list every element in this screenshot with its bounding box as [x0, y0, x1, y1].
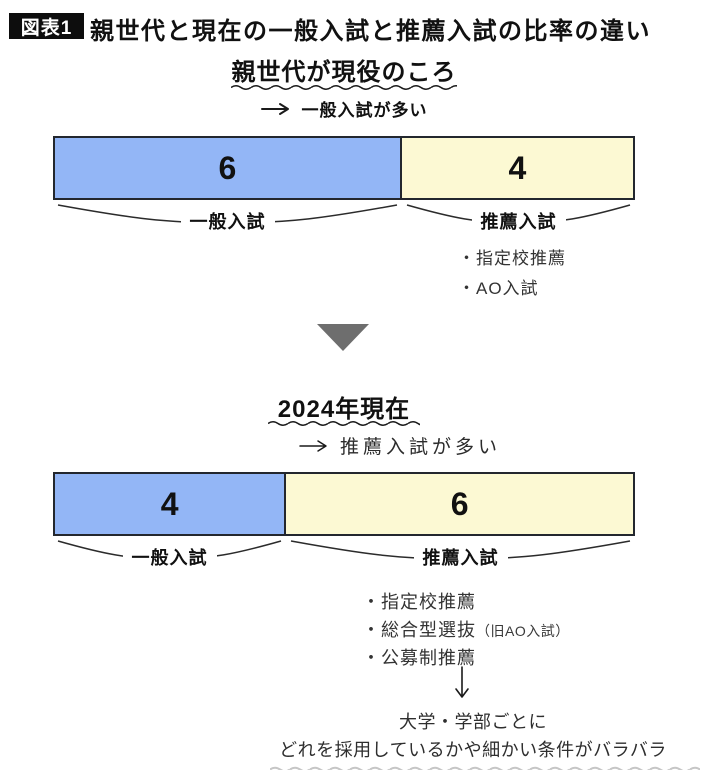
footer-note-line2: どれを採用しているかや細かい条件がバラバラ: [279, 740, 667, 760]
list-item: ・指定校推薦: [362, 592, 476, 612]
section1-heading-row: 親世代が現役のころ: [0, 52, 688, 87]
wavy-underline: [231, 83, 457, 91]
bar1-segment-general: 6: [55, 138, 402, 198]
section1-heading-underline: [0, 83, 688, 91]
bar2-recommend-value: 6: [450, 485, 469, 522]
footer-note: 大学・学部ごとに どれを採用しているかや細かい条件がバラバラ: [250, 708, 696, 764]
section2-bullet-list: ・指定校推薦 ・総合型選抜（旧AO入試） ・公募制推薦: [362, 589, 570, 673]
section2-heading-row: 2024年現在: [0, 389, 688, 424]
footer-note-line1: 大学・学部ごとに: [399, 712, 547, 732]
section1-heading: 親世代が現役のころ: [231, 59, 457, 86]
bottom-cutoff-wavy-line: [270, 765, 700, 770]
ratio-bar-2024: 4 6: [53, 472, 635, 536]
section2-note-row: 推薦入試が多い: [0, 432, 710, 459]
bar1-recommend-brace: 推薦入試: [402, 203, 635, 233]
bar2-general-brace: 一般入試: [53, 539, 286, 569]
list-item: ・AO入試: [458, 279, 539, 298]
section1-note: 一般入試が多い: [301, 101, 428, 120]
bar2-recommend-label: 推薦入試: [413, 548, 508, 569]
section1-note-row: 一般入試が多い: [0, 96, 706, 121]
figure-title: 親世代と現在の一般入試と推薦入試の比率の違い: [90, 18, 651, 45]
bar1-recommend-label: 推薦入試: [471, 212, 566, 233]
section2-heading-underline: [0, 419, 688, 427]
section2-heading: 2024年現在: [277, 396, 411, 423]
down-arrow-icon: [454, 666, 470, 704]
bar1-general-brace: 一般入試: [53, 203, 402, 233]
bar1-recommend-value: 4: [508, 149, 527, 186]
down-triangle-icon: [317, 324, 369, 351]
list-item: ・公募制推薦: [362, 648, 476, 668]
bar2-general-value: 4: [160, 485, 179, 522]
figure-badge-label: 図表1: [20, 17, 73, 39]
right-arrow-icon: [260, 102, 289, 115]
bar1-general-label: 一般入試: [180, 212, 275, 233]
bar2-general-label: 一般入試: [122, 548, 217, 569]
bar1-general-value: 6: [218, 149, 237, 186]
figure-badge: 図表1: [9, 13, 84, 39]
right-arrow-icon: [299, 439, 327, 452]
bar1-segment-recommend: 4: [401, 138, 633, 198]
list-item: ・指定校推薦: [458, 249, 566, 268]
section2-note: 推薦入試が多い: [339, 437, 501, 458]
bar2-segment-recommend: 6: [286, 474, 633, 534]
list-item: ・総合型選抜（旧AO入試）: [362, 620, 570, 640]
section1-bullet-list: ・指定校推薦 ・AO入試: [458, 244, 566, 304]
ratio-bar-parent-generation: 6 4: [53, 136, 635, 200]
wavy-underline: [268, 419, 420, 427]
bar2-recommend-brace: 推薦入試: [286, 539, 635, 569]
bar2-segment-general: 4: [55, 474, 287, 534]
